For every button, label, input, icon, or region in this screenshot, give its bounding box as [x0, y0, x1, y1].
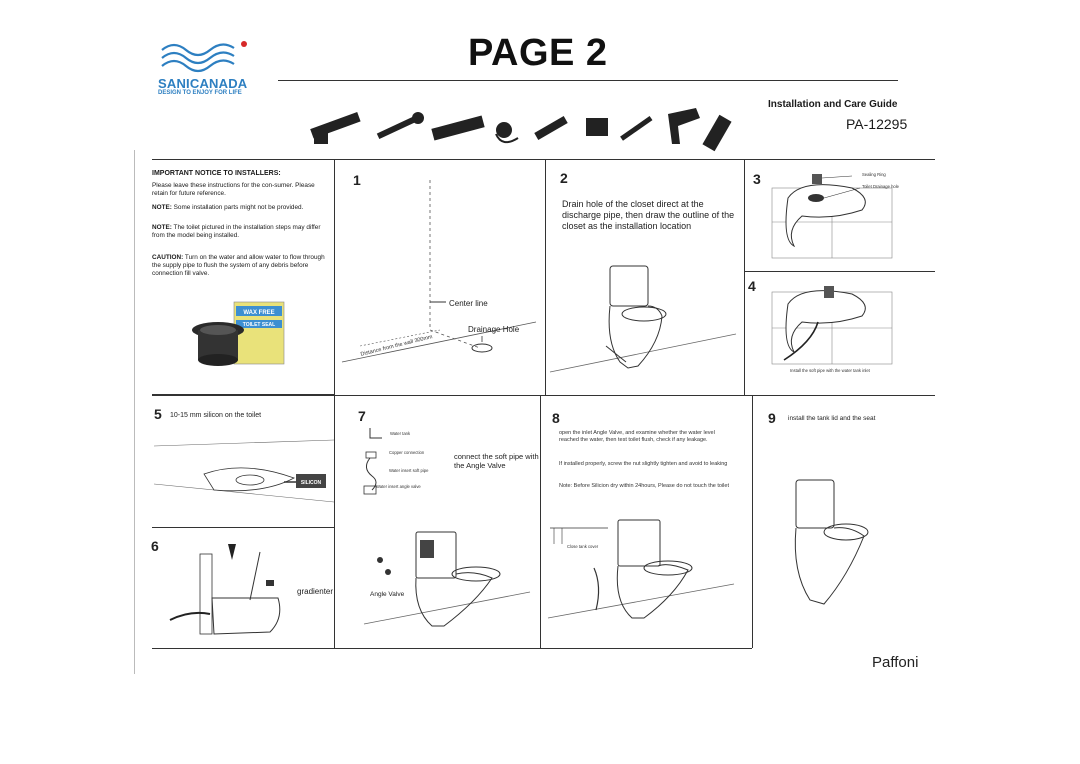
notice-divider: [152, 394, 334, 395]
step-8-toilet-diagram: [547, 519, 735, 619]
grid-top-line: [152, 159, 935, 160]
step-5-text: 10-15 mm silicon on the toilet: [170, 412, 262, 419]
close-tank-cover-label: Close tank cover: [567, 544, 599, 549]
step-9-number: 9: [768, 410, 776, 426]
chisel-icon: [534, 116, 568, 140]
brand-name: SANICANADA: [158, 76, 248, 91]
step-7-valve-diagram: [363, 428, 382, 495]
seal-label-2: TOILET SEAL: [243, 322, 275, 328]
col1-line: [334, 159, 335, 648]
center-line-label: Center line: [449, 299, 488, 308]
page-title: PAGE 2: [468, 32, 608, 74]
notice-paragraph-1: Please leave these instructions for the …: [152, 182, 315, 197]
saw-icon: [310, 112, 361, 144]
step-1-number: 1: [353, 172, 361, 188]
col3-line: [744, 159, 745, 395]
notice-paragraph-2: NOTE: Some installation parts might not …: [152, 204, 304, 211]
sealing-ring-label: Sealing Ring: [862, 172, 886, 177]
grid-bottom-line: [152, 648, 752, 649]
step-8-number: 8: [552, 410, 560, 426]
step-8-paragraph-2: If installed properly, screw the nut sli…: [559, 461, 728, 467]
step-7-number: 7: [358, 408, 366, 424]
sanicanada-logo: SANICANADA DESIGN TO ENJOY FOR LIFE: [152, 38, 262, 98]
step-5-number: 5: [154, 406, 162, 422]
step-2-number: 2: [560, 170, 568, 186]
step-3-diagram: [771, 174, 893, 259]
step-7-toilet-diagram: [363, 531, 531, 627]
step-8-paragraph-1: open the inlet Angle Valve, and examine …: [559, 430, 715, 443]
footer-brand: Paffoni: [872, 654, 919, 671]
step-4-diagram: [771, 286, 893, 365]
col2b-line: [540, 395, 541, 648]
col3b-line: [752, 395, 753, 648]
step5-6-divider: [152, 527, 334, 528]
toilet-drainage-hole-label: Toilet Drainage hole: [862, 184, 900, 189]
water-insert-angle-valve-label: Water insert angle valve: [376, 484, 421, 489]
screwdriver-icon: [620, 116, 653, 141]
page-margin-line: [134, 150, 135, 674]
angle-valve-label: Angle Valve: [370, 591, 405, 598]
step-3-number: 3: [753, 171, 761, 187]
step-8-paragraph-3: Note: Before Silicion dry within 24hours…: [559, 483, 729, 489]
water-insert-soft-pipe-label: Water insert soft pipe: [389, 468, 429, 473]
wax-free-seal-image: WAX FREE TOILET SEAL: [192, 301, 285, 366]
maple-leaf-icon: [241, 41, 247, 47]
title-divider: [278, 80, 898, 81]
model-number: PA-12295: [846, 116, 908, 132]
seal-label-1: WAX FREE: [243, 310, 274, 316]
drill-icon: [668, 108, 700, 144]
wave-logo-icon: [161, 41, 247, 73]
tools-row: [310, 108, 732, 152]
gradienter-label: gradienter: [297, 587, 334, 596]
level-icon: [431, 115, 485, 141]
col2-line: [545, 159, 546, 395]
step-2-toilet-diagram: [549, 265, 737, 373]
caulk-tube-icon: [702, 114, 732, 152]
brand-tagline: DESIGN TO ENJOY FOR LIFE: [158, 90, 242, 96]
step-4-caption: Install the soft pipe with the water tan…: [790, 368, 870, 373]
step-6-diagram: [169, 544, 281, 635]
copper-connection-label: Copper connection: [389, 450, 425, 455]
step-1-diagram: [341, 180, 537, 363]
notice-paragraph-4: CAUTION: Turn on the water and allow wat…: [152, 254, 325, 277]
step-5-diagram: SILICON: [153, 439, 335, 503]
step-9-text: install the tank lid and the seat: [788, 415, 876, 422]
notice-title: IMPORTANT NOTICE TO INSTALLERS:: [152, 170, 281, 177]
guide-title: Installation and Care Guide: [768, 99, 898, 110]
silicon-gun-label: SILICON: [301, 480, 322, 486]
step-6-number: 6: [151, 538, 159, 554]
notice-paragraph-3: NOTE: The toilet pictured in the install…: [152, 224, 321, 239]
tape-roll-icon: [586, 118, 608, 136]
step-9-toilet-diagram: [794, 479, 869, 605]
step-2-text: Drain hole of the closet direct at the d…: [562, 199, 735, 231]
step-7-text: connect the soft pipe with the Angle Val…: [454, 452, 539, 470]
grid-middle-line: [152, 395, 935, 396]
step-4-number: 4: [748, 278, 756, 294]
water-tank-label: Water tank: [390, 431, 411, 436]
tape-measure-icon: [495, 122, 519, 144]
step3-4-divider: [744, 271, 935, 272]
wrench-icon: [376, 112, 424, 140]
drainage-hole-label: Drainage Hole: [468, 325, 520, 334]
